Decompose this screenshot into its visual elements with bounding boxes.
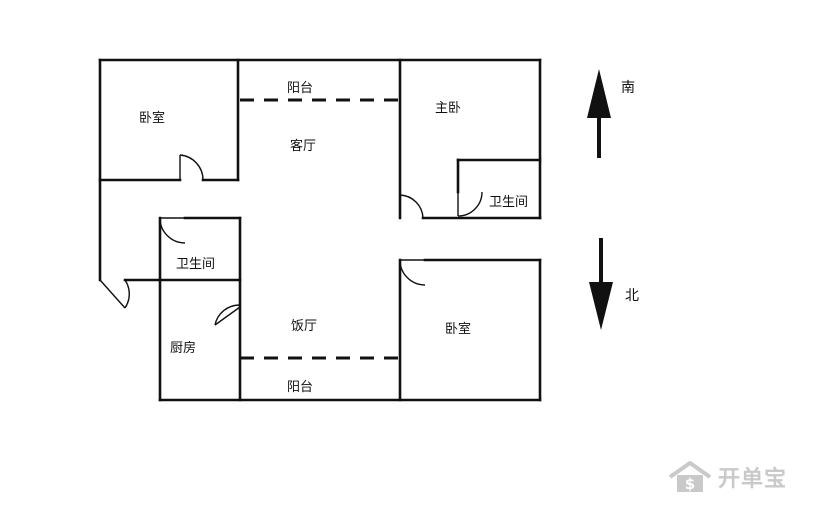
watermark-logo: $ 开单宝 bbox=[666, 460, 787, 494]
compass-label-south: 南 bbox=[621, 80, 635, 96]
balcony-dividers bbox=[240, 98, 400, 360]
north-arrow-icon bbox=[589, 238, 613, 330]
room-label-master-bedroom: 主卧 bbox=[435, 101, 462, 116]
door-swings bbox=[99, 154, 483, 326]
room-label-bedroom-se: 卧室 bbox=[445, 322, 472, 337]
svg-text:$: $ bbox=[685, 475, 695, 493]
south-arrow-icon bbox=[587, 69, 611, 158]
watermark-text: 开单宝 bbox=[718, 467, 788, 492]
room-label-living-room: 客厅 bbox=[290, 139, 317, 154]
room-label-bedroom-nw: 卧室 bbox=[139, 111, 166, 126]
compass-arrows bbox=[587, 69, 613, 330]
compass-label-north: 北 bbox=[625, 288, 639, 304]
room-label-kitchen: 厨房 bbox=[170, 341, 197, 356]
walls bbox=[98, 58, 542, 402]
room-label-bathroom-master: 卫生间 bbox=[489, 195, 529, 210]
house-dollar-icon: $ bbox=[668, 461, 712, 493]
room-label-dining-room: 饭厅 bbox=[291, 319, 318, 334]
room-label-bathroom-left: 卫生间 bbox=[176, 257, 216, 272]
room-label-balcony-top: 阳台 bbox=[287, 81, 314, 96]
room-label-balcony-bottom: 阳台 bbox=[287, 380, 314, 395]
